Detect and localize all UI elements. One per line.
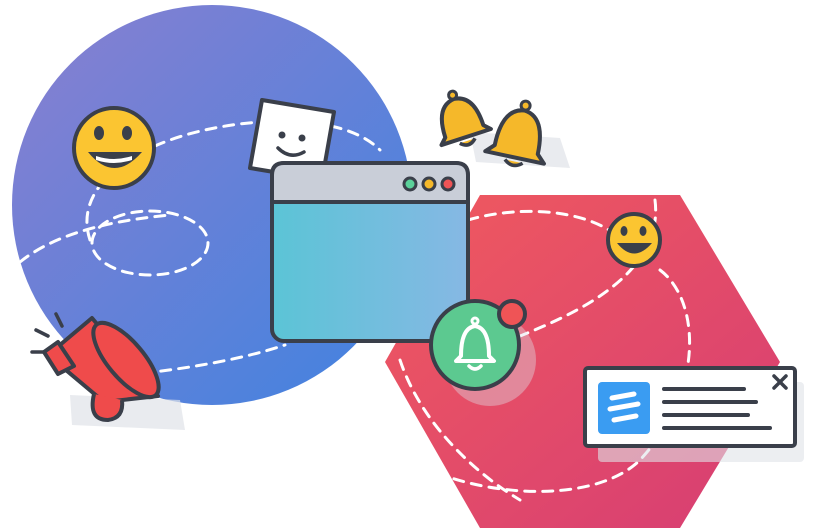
window-dot-red bbox=[440, 176, 456, 192]
bell-notification-badge bbox=[429, 299, 527, 391]
browser-window-icon bbox=[270, 161, 470, 343]
bell-icon bbox=[483, 99, 546, 168]
close-icon[interactable] bbox=[772, 374, 788, 390]
megaphone-icon bbox=[30, 312, 161, 422]
window-dot-green bbox=[402, 176, 418, 192]
notification-card-icon bbox=[583, 366, 797, 448]
smiley-face-icon bbox=[72, 106, 156, 190]
bell-icon bbox=[439, 89, 493, 148]
smiley-face-icon bbox=[606, 212, 662, 268]
badge-dot bbox=[497, 299, 527, 329]
window-dot-yellow bbox=[421, 176, 437, 192]
